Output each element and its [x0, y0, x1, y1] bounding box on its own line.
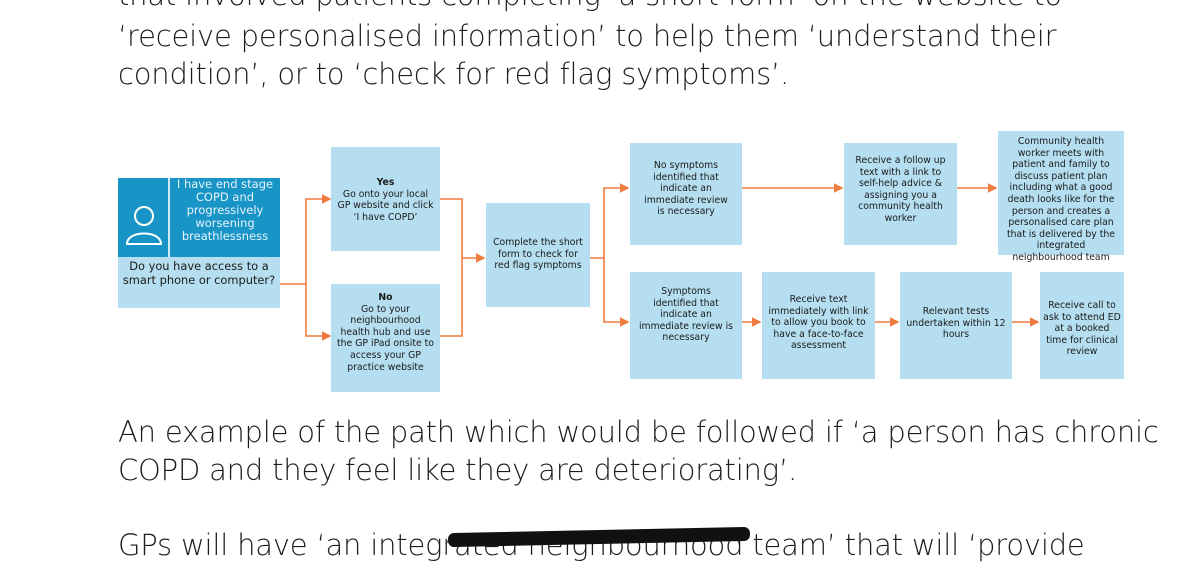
person-panel — [118, 178, 168, 257]
paragraph-line: ‘receive personalised information’ to he… — [118, 19, 1057, 53]
community-health-worker-box: Community health worker meets with patie… — [998, 131, 1124, 263]
person-icon — [125, 206, 163, 245]
paragraph-line-cut: that involved patients completing ‘a sho… — [118, 0, 1062, 14]
no-option-box: No Go to your neighbourhood health hub a… — [331, 284, 440, 392]
access-question: Do you have access to a smart phone or c… — [118, 257, 280, 308]
relevant-tests-box: Relevant tests undertaken within 12 hour… — [900, 272, 1012, 379]
receive-text-box: Receive text immediately with link to al… — [762, 272, 875, 379]
follow-up-box: Receive a follow up text with a link to … — [844, 143, 957, 245]
caption-line: COPD and they feel like they are deterio… — [118, 453, 797, 487]
caption-line: An example of the path which would be fo… — [118, 415, 1159, 449]
complete-form-box: Complete the short form to check for red… — [486, 203, 590, 307]
no-heading: No — [378, 292, 393, 303]
yes-option-box: Yes Go onto your local GP website and cl… — [331, 147, 440, 251]
yes-heading: Yes — [376, 177, 395, 188]
symptoms-box: Symptoms identified that indicate an imm… — [630, 272, 742, 379]
yes-text: Go onto your local GP website and click … — [337, 188, 434, 223]
no-text: Go to your neighbourhood health hub and … — [337, 303, 434, 373]
receive-call-box: Receive call to ask to attend ED at a bo… — [1040, 272, 1124, 379]
paragraph-line: condition’, or to ‘check for red flag sy… — [118, 57, 790, 91]
no-symptoms-box: No symptoms identified that indicate an … — [630, 143, 742, 245]
patient-statement: I have end stage COPD and progressively … — [170, 178, 280, 257]
